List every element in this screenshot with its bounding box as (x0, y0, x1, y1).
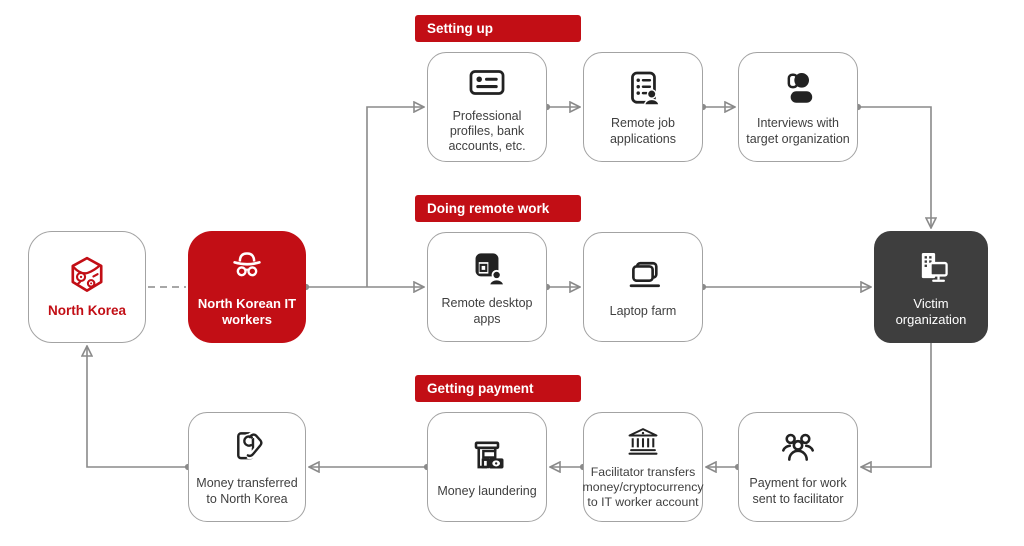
node-north-korea: North Korea (28, 231, 146, 343)
spy-incognito-icon (225, 247, 269, 291)
id-card-icon (465, 60, 509, 104)
bank-icon (624, 424, 662, 462)
node-interviews-with-target-organization: Interviews with target organization (738, 52, 858, 162)
node-label: Facilitator transfers money/cryptocurren… (582, 465, 704, 509)
node-laptop-farm: Laptop farm (583, 232, 703, 342)
person-headset-icon (776, 67, 820, 111)
node-label: Money transferred to North Korea (196, 476, 298, 506)
node-label: Laptop farm (609, 303, 677, 318)
node-remote-desktop-apps: Remote desktop apps (427, 232, 547, 342)
section-label-doing-remote-work: Doing remote work (415, 195, 581, 222)
node-north-korean-it-workers: North Korean IT workers (188, 231, 306, 343)
cash-in-hand-icon (225, 427, 269, 471)
app-window-user-icon (465, 247, 509, 291)
section-label-getting-payment: Getting payment (415, 375, 581, 402)
node-label: North Korean IT workers (197, 295, 297, 327)
building-monitor-icon (909, 247, 953, 291)
node-victim-organization: Victim organization (874, 231, 988, 343)
node-professional-profiles: Professional profiles, bank accounts, et… (427, 52, 547, 162)
laptop-stack-icon (621, 255, 665, 299)
node-label: Money laundering (437, 483, 537, 498)
node-label: Remote job applications (609, 116, 676, 146)
node-label: Remote desktop apps (441, 296, 533, 326)
node-money-laundering: Money laundering (427, 412, 547, 522)
north-korea-emblem-icon (65, 254, 109, 298)
node-facilitator-transfers: Facilitator transfers money/cryptocurren… (582, 412, 704, 522)
node-payment-to-facilitator: Payment for work sent to facilitator (738, 412, 858, 522)
node-label: Interviews with target organization (746, 116, 850, 146)
node-money-transferred: Money transferred to North Korea (188, 412, 306, 522)
node-label: Victim organization (895, 295, 967, 327)
node-label: Payment for work sent to facilitator (749, 476, 847, 506)
people-group-icon (776, 427, 820, 471)
node-label: North Korea (47, 303, 126, 319)
section-label-setting-up: Setting up (415, 15, 581, 42)
node-label: Professional profiles, bank accounts, et… (448, 108, 526, 154)
storefront-cash-icon (465, 435, 509, 479)
job-application-list-icon (621, 67, 665, 111)
node-remote-job-applications: Remote job applications (583, 52, 703, 162)
